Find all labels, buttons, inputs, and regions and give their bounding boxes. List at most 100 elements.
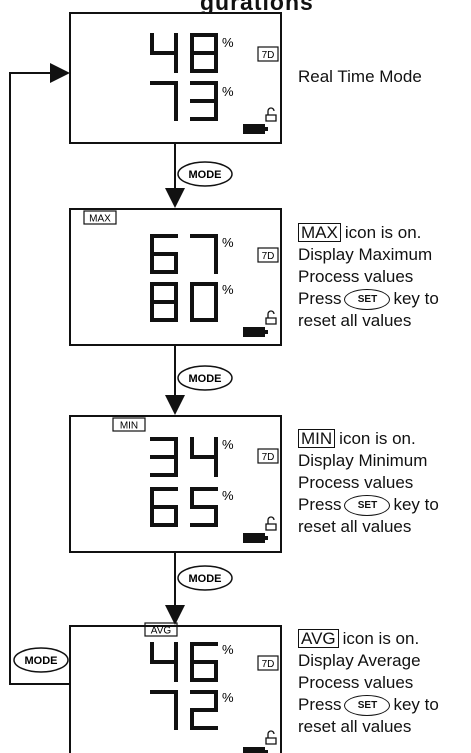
percent-sign: % [222, 437, 234, 452]
seven-segment-stroke [214, 234, 218, 254]
unlock-icon [265, 516, 277, 531]
seven-segment-stroke [174, 437, 178, 457]
seven-segment-stroke [190, 318, 218, 322]
percent-sign: % [222, 35, 234, 50]
min-tag: MIN [120, 421, 138, 432]
seven-segment-stroke [150, 252, 178, 256]
set-key[interactable]: SET [344, 289, 391, 311]
range-badge: 7D [262, 452, 275, 463]
seven-segment-stroke [150, 234, 154, 254]
seven-segment-stroke [190, 690, 218, 694]
seven-segment-stroke [190, 282, 218, 286]
max-icon-label: MAX [298, 223, 341, 242]
seven-segment-stroke [150, 487, 154, 507]
seven-segment-stroke [214, 437, 218, 457]
seven-segment-stroke [174, 662, 178, 682]
lcd-screen-realtime [69, 12, 282, 144]
seven-segment-stroke [150, 507, 154, 527]
battery-tip [265, 330, 268, 334]
seven-segment-stroke [174, 33, 178, 53]
seven-segment-stroke [214, 302, 218, 322]
seven-segment-stroke [190, 81, 218, 85]
seven-segment-stroke [214, 81, 218, 101]
range-badge: 7D [262, 50, 275, 61]
seven-segment-stroke [150, 487, 178, 491]
seven-segment-stroke [174, 101, 178, 121]
seven-segment-stroke [190, 302, 194, 322]
seven-segment-stroke [150, 282, 178, 286]
reading-top-min [150, 437, 218, 477]
page-title-fragment: gurations [200, 0, 314, 15]
mode-button[interactable]: MODE [13, 647, 69, 673]
set-key[interactable]: SET [344, 495, 391, 517]
battery-icon [243, 533, 265, 543]
lcd-screen-max [69, 208, 282, 346]
range-badge: 7D [262, 659, 275, 670]
set-key[interactable]: SET [344, 695, 391, 717]
percent-sign: % [222, 282, 234, 297]
seven-segment-stroke [150, 455, 178, 459]
percent-sign: % [222, 642, 234, 657]
seven-segment-stroke [190, 487, 218, 491]
seven-segment-stroke [190, 69, 218, 73]
seven-segment-stroke [174, 53, 178, 73]
loop-back-line [9, 63, 70, 685]
seven-segment-stroke [190, 505, 218, 509]
seven-segment-stroke [150, 254, 154, 274]
battery-icon [243, 124, 265, 134]
seven-segment-stroke [190, 99, 218, 103]
seven-segment-stroke [150, 505, 178, 509]
mode-button-label: MODE [189, 573, 222, 585]
unlock-icon [265, 107, 277, 122]
mode-button[interactable]: MODE [177, 565, 233, 591]
seven-segment-stroke [150, 300, 178, 304]
seven-segment-stroke [190, 710, 194, 730]
seven-segment-stroke [190, 708, 218, 712]
mode-button[interactable]: MODE [177, 161, 233, 187]
avg-icon-label: AVG [298, 629, 339, 648]
seven-segment-stroke [150, 660, 178, 664]
seven-segment-stroke [190, 455, 218, 459]
seven-segment-stroke [174, 507, 178, 527]
seven-segment-stroke [150, 642, 154, 662]
seven-segment-stroke [150, 81, 178, 85]
seven-segment-stroke [214, 254, 218, 274]
seven-segment-stroke [174, 282, 178, 302]
seven-segment-stroke [190, 437, 194, 457]
seven-segment-stroke [174, 302, 178, 322]
seven-segment-stroke [214, 53, 218, 73]
mode-button-label: MODE [189, 373, 222, 385]
seven-segment-stroke [190, 487, 194, 507]
max-tag: MAX [89, 214, 111, 225]
mode-button-label: MODE [25, 655, 58, 667]
seven-segment-stroke [190, 234, 218, 238]
seven-segment-stroke [150, 33, 154, 53]
seven-segment-stroke [190, 726, 218, 730]
seven-segment-stroke [214, 507, 218, 527]
seven-segment-stroke [150, 302, 154, 322]
battery-icon [243, 327, 265, 337]
avg-tag: AVG [151, 626, 172, 637]
seven-segment-stroke [174, 710, 178, 730]
min-icon-label: MIN [298, 429, 336, 448]
percent-sign: % [222, 235, 234, 250]
seven-segment-stroke [150, 234, 178, 238]
reading-top-avg [150, 642, 218, 682]
unlock-icon [265, 310, 277, 325]
reading-top-max [150, 234, 218, 274]
seven-segment-stroke [190, 117, 218, 121]
range-badge: 7D [262, 251, 275, 262]
seven-segment-stroke [174, 690, 178, 710]
lcd-screen-min [69, 415, 282, 553]
percent-sign: % [222, 690, 234, 705]
seven-segment-stroke [190, 51, 218, 55]
seven-segment-stroke [214, 457, 218, 477]
reading-bottom-min [150, 487, 218, 527]
battery-tip [265, 536, 268, 540]
reading-bottom-max [150, 282, 218, 322]
seven-segment-stroke [190, 33, 194, 53]
mode-button[interactable]: MODE [177, 365, 233, 391]
